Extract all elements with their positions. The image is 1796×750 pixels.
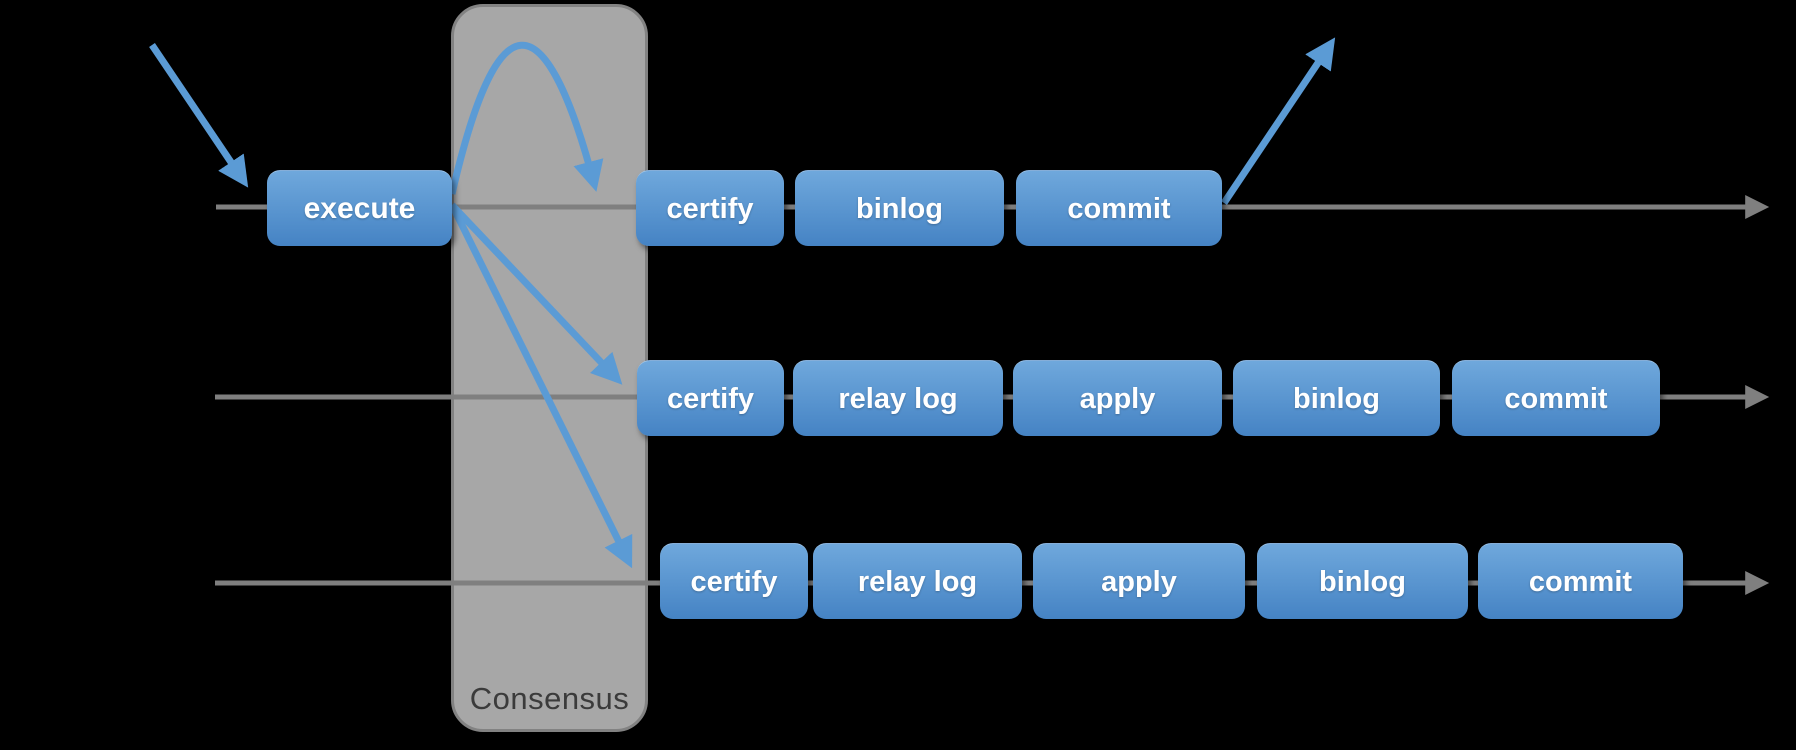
lane3-apply-box: apply xyxy=(1033,543,1245,619)
lane2-relay-log-box: relay log xyxy=(793,360,1003,436)
lane3-certify-box: certify xyxy=(660,543,808,619)
consensus-arrow-to-lane2-icon xyxy=(449,202,623,385)
lane3-relay-log-box: relay log xyxy=(813,543,1022,619)
consensus-arrow-to-lane3-icon xyxy=(448,203,633,569)
lane2-binlog-box: binlog xyxy=(1233,360,1440,436)
lane1-commit-box: commit xyxy=(1016,170,1222,246)
lane1-binlog-box: binlog xyxy=(795,170,1004,246)
lane2-certify-box: certify xyxy=(637,360,784,436)
lane1-execute-box: execute xyxy=(267,170,452,246)
lane3-binlog-box: binlog xyxy=(1257,543,1468,619)
consensus-label: Consensus xyxy=(469,681,630,716)
commit-response-arrow-icon xyxy=(1221,37,1336,205)
lane3-commit-box: commit xyxy=(1478,543,1683,619)
lane1-certify-box: certify xyxy=(636,170,784,246)
lane2-commit-box: commit xyxy=(1452,360,1660,436)
lane2-apply-box: apply xyxy=(1013,360,1222,436)
consensus-arc-to-lane1-arrow-icon xyxy=(448,41,604,195)
incoming-transaction-arrow-icon xyxy=(149,43,249,188)
